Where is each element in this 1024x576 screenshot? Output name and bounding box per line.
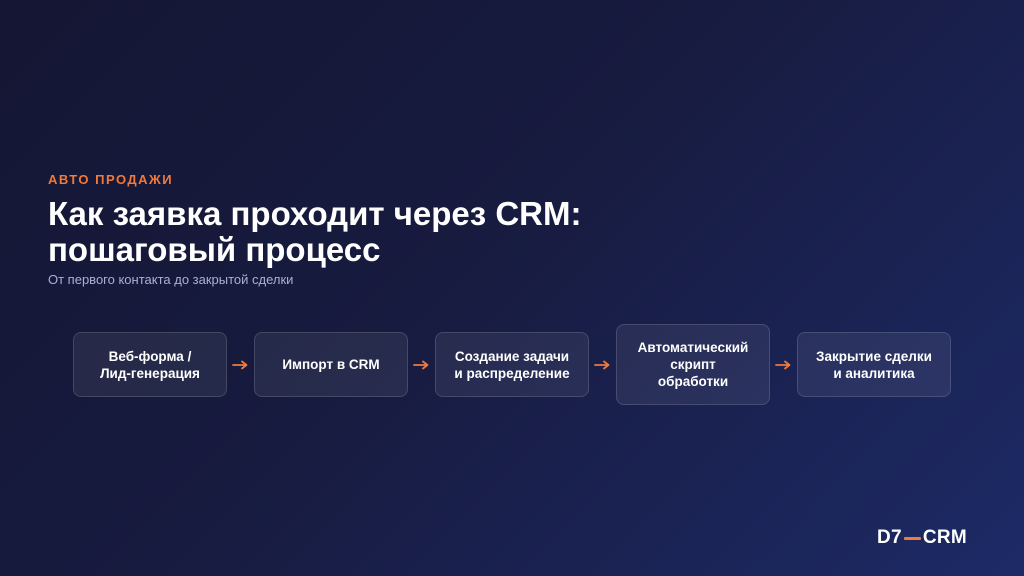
- flow-step-task-creation: Создание задачи и распределение: [435, 332, 589, 397]
- brand-logo-left: D7: [877, 527, 902, 548]
- brand-logo-dash: [903, 536, 921, 540]
- arrow-right-icon: [408, 360, 435, 370]
- flow-step-auto-script: Автоматический скрипт обработки: [616, 324, 770, 405]
- section-eyebrow: АВТО ПРОДАЖИ: [48, 172, 174, 187]
- page-subtitle: От первого контакта до закрытой сделки: [48, 272, 294, 287]
- flow-step-web-form: Веб-форма / Лид-генерация: [73, 332, 227, 397]
- brand-logo: D7 CRM: [877, 527, 967, 549]
- arrow-right-icon: [227, 360, 254, 370]
- brand-logo-right: CRM: [922, 527, 968, 548]
- process-flow: Веб-форма / Лид-генерация Импорт в CRM С…: [73, 324, 951, 405]
- arrow-right-icon: [589, 360, 616, 370]
- flow-step-deal-closing: Закрытие сделки и аналитика: [797, 332, 951, 397]
- arrow-right-icon: [770, 360, 797, 370]
- page-title: Как заявка проходит через CRM: пошаговый…: [48, 195, 582, 268]
- flow-step-crm-import: Импорт в CRM: [254, 332, 408, 397]
